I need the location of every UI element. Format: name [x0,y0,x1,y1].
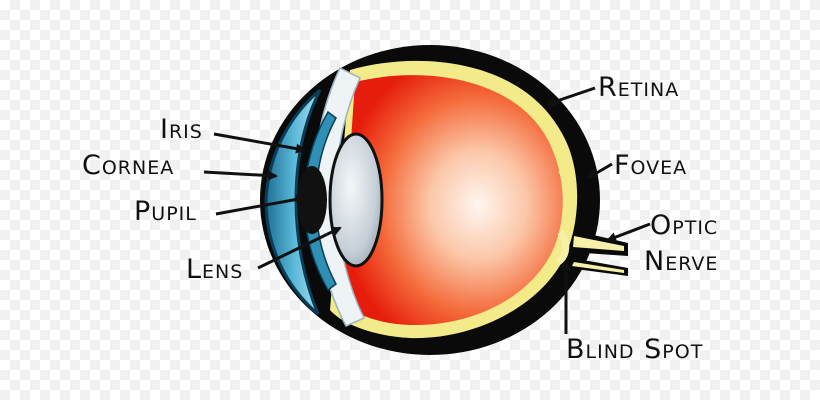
arrow-retina [546,86,596,107]
label-retina: Retina [598,72,680,103]
arrow-lens [257,226,342,270]
pupil [297,166,327,234]
arrow-pupil [215,194,306,216]
optic-nerve [568,230,628,276]
label-iris: Iris [160,114,203,145]
fovea [557,167,574,208]
label-blind-spot: Blind Spot [566,334,704,365]
label-pupil: Pupil [134,196,197,227]
arrow-cornea [203,170,278,181]
label-optic-nerve-line1: Optic [650,210,719,241]
blind-spot [555,229,570,265]
lens [328,132,384,268]
arrow-fovea [586,162,613,180]
label-fovea: Fovea [614,150,688,181]
pointer-arrows [203,86,651,334]
label-optic-nerve-line2: Nerve [644,246,719,277]
arrow-iris [213,132,306,154]
label-lens: Lens [186,254,244,285]
label-cornea: Cornea [82,150,175,181]
arrow-optic-nerve [606,222,651,242]
vitreous-body [340,75,563,326]
